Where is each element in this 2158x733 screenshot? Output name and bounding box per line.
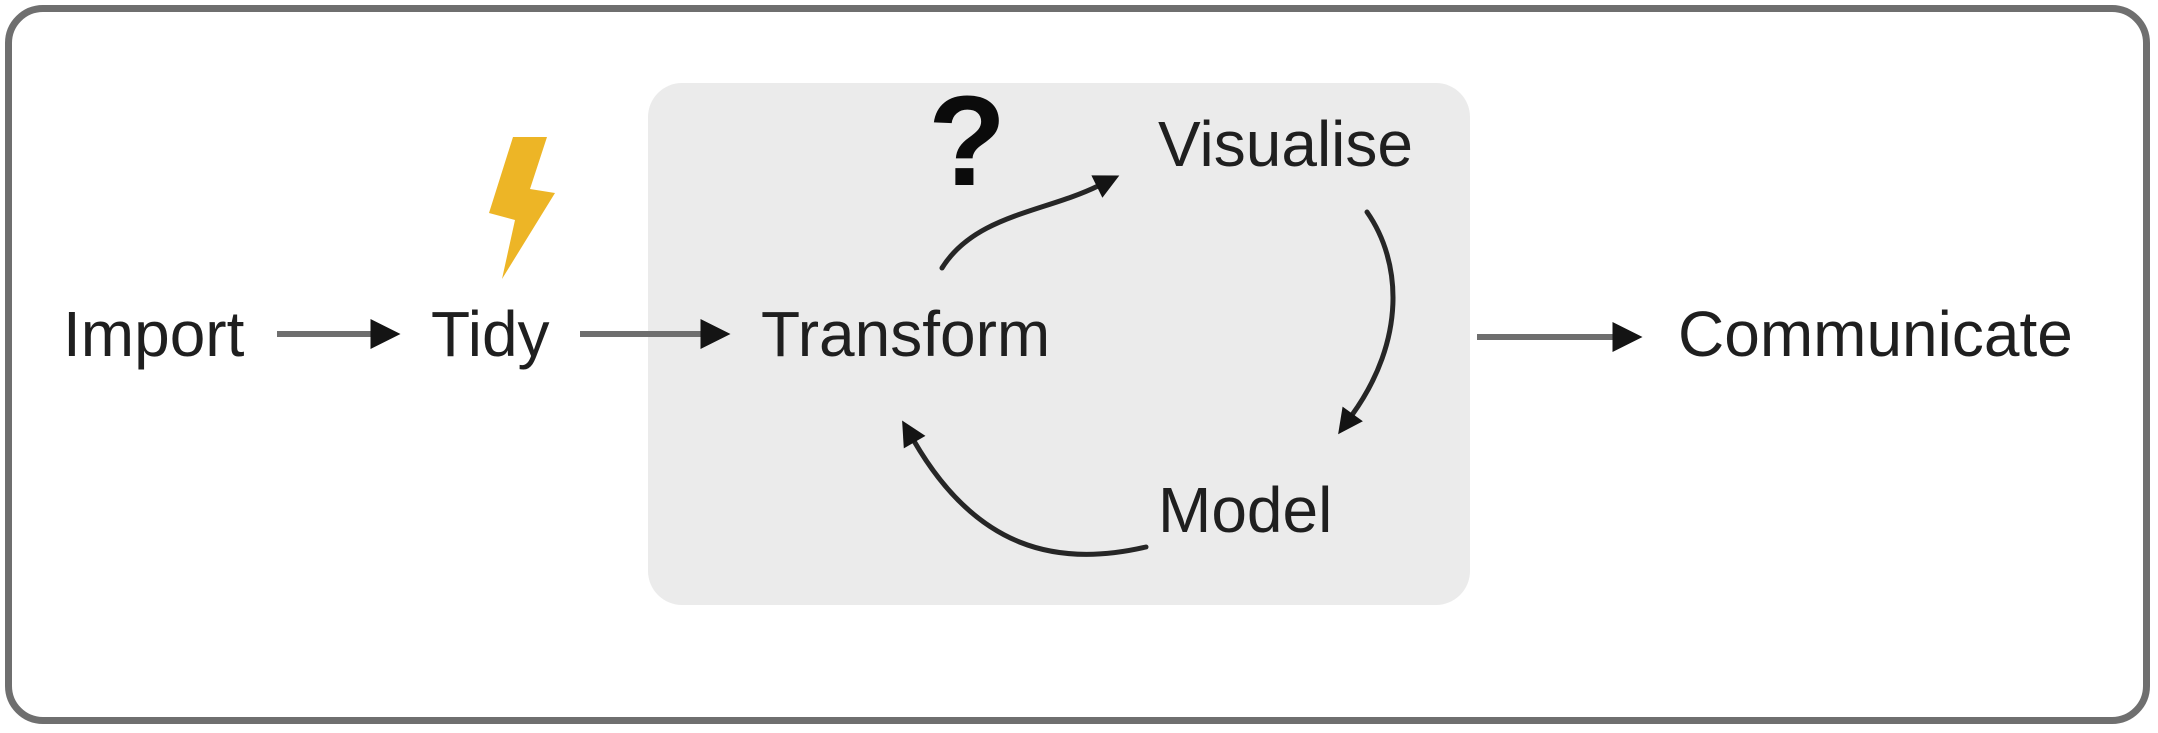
node-tidy: Tidy <box>431 298 550 370</box>
explore-phase-box <box>648 83 1470 605</box>
arrow-visualise-to-model <box>1338 209 1396 435</box>
node-model: Model <box>1158 474 1333 546</box>
node-communicate: Communicate <box>1678 298 2073 370</box>
node-visualise: Visualise <box>1158 108 1413 180</box>
arrow-transform-to-visualise <box>939 175 1120 271</box>
node-transform: Transform <box>761 298 1051 370</box>
lightning-icon <box>489 137 555 279</box>
outer-border <box>5 5 2150 724</box>
node-import: Import <box>63 298 245 370</box>
arrow-model-to-transform <box>902 420 1149 557</box>
question-mark-annotation: ? <box>928 70 1007 213</box>
